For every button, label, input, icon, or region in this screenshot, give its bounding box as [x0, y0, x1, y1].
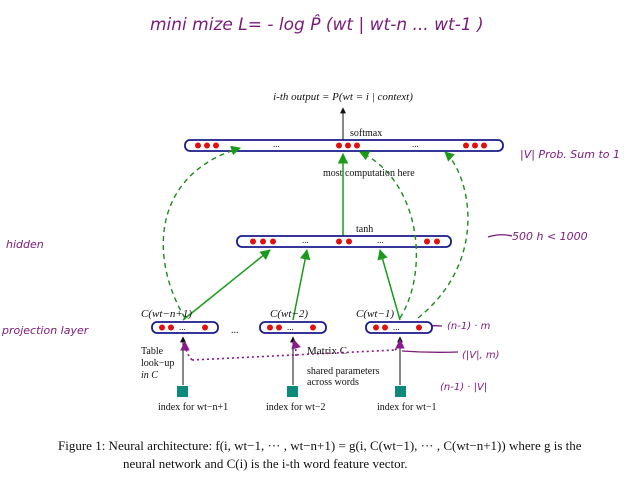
table-lookup-line1: Table [141, 346, 164, 357]
proj3-dot [382, 324, 388, 331]
proj1-to-hidden-arrow [182, 249, 271, 321]
shared-params-line1: shared parameters [307, 366, 380, 377]
softmax-ellipsis-right: ... [412, 139, 419, 149]
proj1-dot [159, 324, 165, 331]
softmax-dot [354, 142, 360, 149]
hidden-dot [260, 238, 266, 245]
softmax-layer [184, 139, 504, 152]
proj3-ellipsis: ... [393, 322, 400, 332]
index-square-3 [395, 386, 406, 397]
proj1-label: C(wt−n+1) [141, 308, 192, 320]
proj2-label: C(wt−2) [270, 308, 308, 320]
softmax-label: softmax [350, 128, 382, 139]
softmax-dot [336, 142, 342, 149]
table-lookup-line3: in C [141, 370, 158, 381]
between-ellipsis: ... [231, 325, 239, 336]
index3-label: index for wt−1 [377, 402, 437, 413]
table-lookup-line2: look−up [141, 358, 174, 369]
shared-matrix-hook-right [394, 339, 405, 351]
proj2-ellipsis: ... [287, 322, 294, 332]
index2-label: index for wt−2 [266, 402, 326, 413]
softmax-dot [481, 142, 487, 149]
handwritten-prob-sum: |V| Prob. Sum to 1 [520, 148, 620, 161]
hidden-dot [346, 238, 352, 245]
handwritten-projection: projection layer [1, 324, 90, 337]
proj1-ellipsis: ... [179, 322, 186, 332]
proj1-dot [168, 324, 174, 331]
softmax-dot [213, 142, 219, 149]
skip-connection-right [417, 151, 469, 319]
caption-line-2: neural network and C(i) is the i-th word… [123, 456, 408, 471]
hidden-dot [434, 238, 440, 245]
index1-label: index for wt−n+1 [158, 402, 228, 413]
projection-box-3 [365, 321, 433, 334]
shared-matrix-line [191, 349, 396, 361]
softmax-dot [195, 142, 201, 149]
hidden-dot [250, 238, 256, 245]
index-square-1 [177, 386, 188, 397]
shared-params-line2: across words [307, 377, 359, 388]
handwritten-matrix-dim: (|V|, m) [462, 350, 499, 361]
projection-box-1 [151, 321, 219, 334]
proj2-to-hidden-arrow [292, 248, 311, 321]
hidden-ellipsis-left: ... [302, 235, 309, 245]
output-label: i-th output = P(wt = i | context) [273, 91, 413, 103]
softmax-dot [345, 142, 351, 149]
caption-line-1: Figure 1: Neural architecture: f(i, wt−1… [58, 438, 582, 453]
proj2-dot [267, 324, 273, 331]
handwritten-loss: mini mize L= - log P̂ (wt | wt-n ... wt-… [150, 14, 484, 35]
index-square-2 [287, 386, 298, 397]
proj2-dot [276, 324, 282, 331]
most-computation-label: most computation here [323, 168, 415, 179]
hidden-layer [236, 235, 452, 248]
ink-stroke-hidden [487, 234, 513, 238]
proj3-label: C(wt−1) [356, 308, 394, 320]
hidden-dots [250, 238, 440, 245]
proj3-dot [373, 324, 379, 331]
hidden-dot [336, 238, 342, 245]
handwritten-hidden: hidden [6, 238, 44, 251]
handwritten-table-dim: (n-1) · |V| [440, 382, 487, 393]
skip-connection-left [162, 145, 241, 319]
matrix-c-label: Matrix C [307, 345, 347, 357]
hidden-dot [270, 238, 276, 245]
softmax-dot [472, 142, 478, 149]
shared-matrix-hook-left [180, 341, 193, 361]
proj3-dot [416, 324, 422, 331]
softmax-dot [204, 142, 210, 149]
proj2-dot [310, 324, 316, 331]
ink-stroke-matrix [401, 350, 459, 353]
projection-box-2 [259, 321, 327, 334]
proj3-to-hidden-arrow [377, 248, 401, 321]
shared-matrix-hook-middle [291, 339, 301, 357]
tanh-label: tanh [356, 224, 373, 235]
handwritten-proj-dim: (n-1) · m [447, 321, 491, 332]
hidden-ellipsis-right: ... [377, 235, 384, 245]
proj1-dot [202, 324, 208, 331]
skip-connection-middle [359, 151, 417, 319]
hidden-dot [424, 238, 430, 245]
softmax-dots [195, 142, 487, 149]
softmax-dot [463, 142, 469, 149]
handwritten-hidden-size: 500 h < 1000 [512, 230, 588, 243]
softmax-ellipsis-left: ... [273, 139, 280, 149]
